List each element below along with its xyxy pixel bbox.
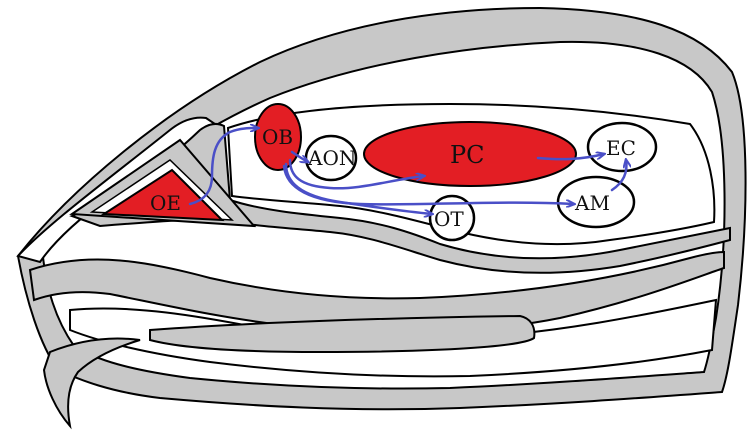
label-am: AM: [574, 191, 610, 215]
label-oe: OE: [150, 191, 181, 215]
pathway-am-to-ec: [610, 160, 626, 192]
pathway-pc-to-ec: [536, 154, 604, 161]
piriform-cortex-region: [363, 121, 577, 187]
pathway-ob-to-pc: [288, 158, 424, 190]
label-ec: EC: [606, 136, 636, 160]
label-aon: AON: [307, 146, 356, 170]
label-pc: PC: [450, 141, 485, 169]
olfactory-epithelium-region: [100, 168, 225, 222]
olfactory-bulb-region: [254, 103, 302, 171]
mandible-strip: [149, 314, 536, 354]
lower-jaw-band: [28, 250, 725, 334]
label-ob: OB: [262, 125, 293, 149]
label-ot: OT: [434, 207, 464, 231]
pathway-oe-to-ob: [188, 128, 258, 206]
snout-lower-hook: [42, 337, 141, 430]
pathway-ob-to-am: [282, 164, 574, 204]
am-node: [556, 175, 636, 229]
pathway-ob-to-aon: [290, 150, 308, 162]
